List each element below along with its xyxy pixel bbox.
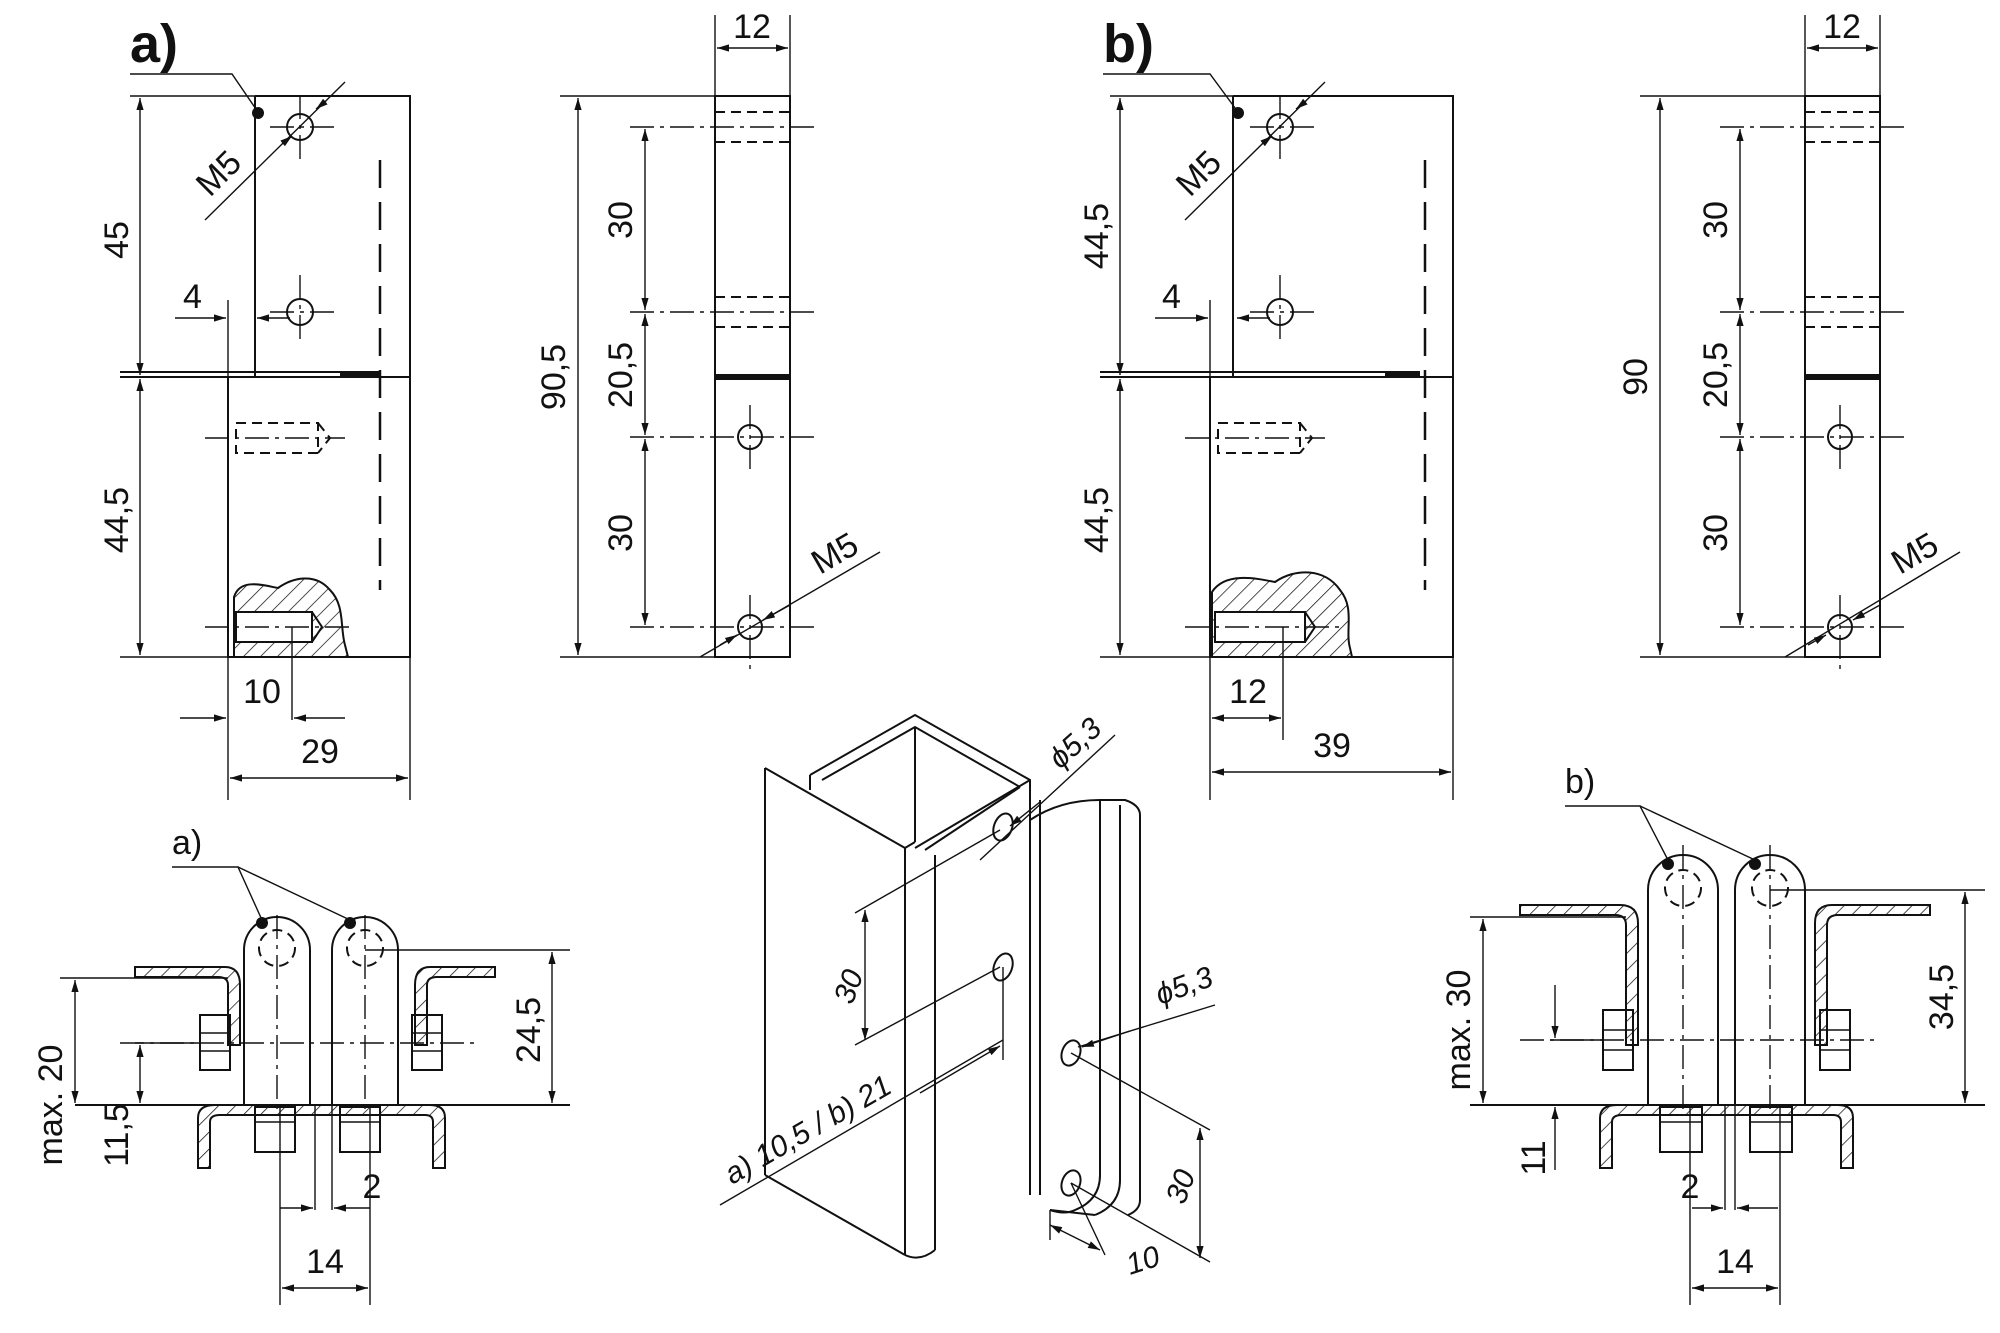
detail-b-max-height: max. 30: [1440, 970, 1478, 1091]
view-b-height-bottom: 44,5: [1078, 487, 1116, 553]
side-b-pitch-bottom: 30: [1697, 514, 1735, 552]
view-a-slot-width: 10: [243, 673, 281, 711]
detail-b-overall-height: 34,5: [1923, 964, 1961, 1030]
view-a-height-top: 45: [98, 221, 136, 259]
side-a-thread: M5: [805, 525, 865, 582]
profile-pitch-1: 30: [828, 965, 871, 1008]
view-a-side: 12 90,5 30 20,5 30 M5: [535, 8, 881, 675]
detail-b-label: b): [1565, 763, 1595, 801]
side-b-pitch-mid: 20,5: [1697, 342, 1735, 408]
detail-a: a) max. 20 11,5: [32, 824, 570, 1305]
side-b-width: 12: [1823, 8, 1861, 46]
view-a-thread-top: M5: [189, 143, 249, 203]
view-b-label: b): [1103, 14, 1154, 74]
detail-b-width: 14: [1716, 1243, 1754, 1281]
detail-a-gap: 2: [363, 1168, 382, 1206]
side-a-pitch-bottom: 30: [602, 514, 640, 552]
view-a-front: a) M5 45 44,5: [98, 14, 411, 800]
side-b-total-height: 90: [1617, 358, 1655, 396]
view-a-offset: 4: [183, 278, 202, 316]
side-b-pitch-top: 30: [1697, 201, 1735, 239]
view-a-height-bottom: 44,5: [98, 487, 136, 553]
profile-pitch-2: 30: [1160, 1165, 1203, 1208]
detail-b-gap: 2: [1681, 1168, 1700, 1206]
view-b-side: 12 90 30 20,5 30 M5: [1617, 8, 1961, 675]
view-b-height-top: 44,5: [1078, 203, 1116, 269]
view-b-slot-width: 12: [1229, 673, 1267, 711]
detail-a-bolt-height: 11,5: [98, 1103, 136, 1167]
side-b-thread: M5: [1885, 525, 1945, 582]
side-a-pitch-top: 30: [602, 201, 640, 239]
detail-a-overall-height: 24,5: [510, 997, 548, 1063]
view-a-label: a): [130, 14, 178, 74]
detail-b-bolt-height: 11: [1515, 1140, 1553, 1175]
view-a-total-width: 29: [301, 733, 339, 771]
side-a-width: 12: [733, 8, 771, 46]
view-b-front: b) M5 44,5 44,5 4: [1078, 14, 1454, 800]
side-a-pitch-mid: 20,5: [602, 342, 640, 408]
detail-a-label: a): [172, 824, 202, 862]
view-b-thread-top: M5: [1169, 143, 1229, 203]
profile-edge-offset: 10: [1122, 1240, 1164, 1282]
view-b-offset: 4: [1162, 278, 1181, 316]
detail-a-max-height: max. 20: [32, 1045, 70, 1166]
profile-hole-dia-2: ϕ5,3: [1151, 960, 1217, 1011]
detail-b: b) max. 30 11 34,5: [1440, 763, 1985, 1305]
profile-edge-distance: a) 10,5 / b) 21: [719, 1069, 897, 1191]
detail-a-width: 14: [306, 1243, 344, 1281]
profile-hole-dia-1: ϕ5,3: [1043, 711, 1109, 775]
view-b-total-width: 39: [1313, 727, 1351, 765]
side-a-total-height: 90,5: [535, 344, 573, 410]
profile-isometric: ϕ5,3 30 a) 10,5 / b) 21 ϕ5,3 30 10: [719, 711, 1218, 1281]
